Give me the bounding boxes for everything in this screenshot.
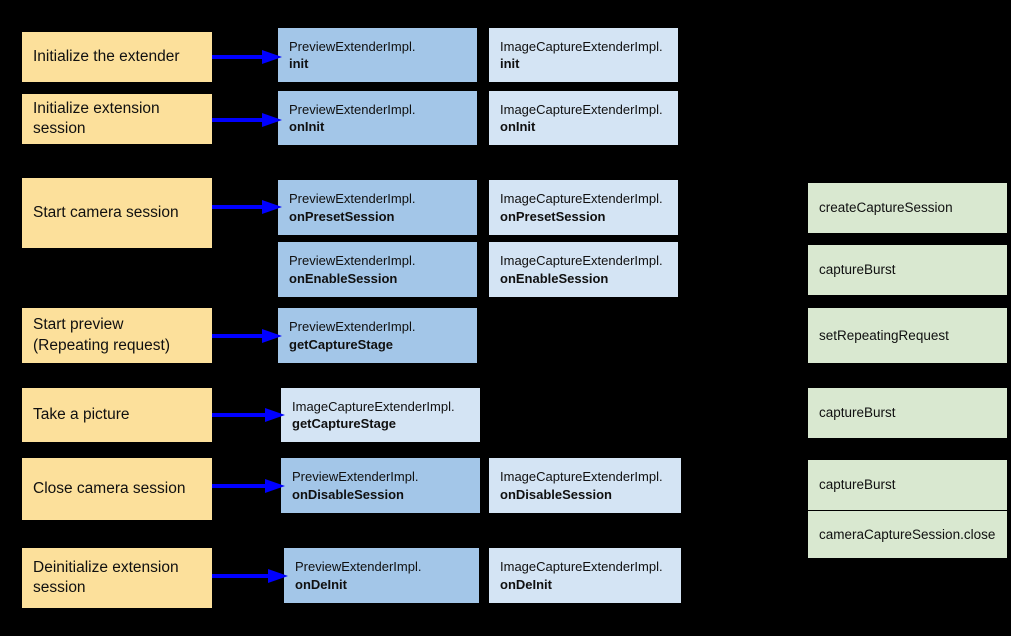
- preview-extender-box-init[interactable]: PreviewExtenderImpl. init: [278, 28, 477, 82]
- stage-box-initialize-the-extender[interactable]: Initialize the extender: [22, 32, 212, 82]
- image-capture-extender-box-onpresetsession[interactable]: ImageCaptureExtenderImpl. onPresetSessio…: [489, 180, 678, 235]
- class-name: PreviewExtenderImpl.: [289, 319, 416, 335]
- method-name: onInit: [289, 119, 325, 134]
- method-name: onEnableSession: [289, 270, 398, 286]
- preview-extender-box-getcapturestage[interactable]: PreviewExtenderImpl. getCaptureStage: [278, 308, 477, 363]
- image-capture-extender-box-ondeinit[interactable]: ImageCaptureExtenderImpl. onDeInit: [489, 548, 681, 603]
- stage-label: Take a picture: [33, 405, 130, 423]
- stage-label: Start camera session: [33, 203, 179, 221]
- class-name: PreviewExtenderImpl.: [289, 101, 416, 117]
- class-name: ImageCaptureExtenderImpl.: [500, 253, 663, 269]
- class-name: ImageCaptureExtenderImpl.: [292, 398, 455, 414]
- stage-box-take-a-picture[interactable]: Take a picture: [22, 388, 212, 442]
- method-name: getCaptureStage: [292, 416, 397, 431]
- arrow-close-camera-session: [212, 479, 285, 493]
- camera2-box-cameracapturesession-close[interactable]: cameraCaptureSession.close: [808, 511, 1007, 558]
- arrow-initialize-extension-session: [212, 113, 282, 127]
- stage-box-initialize-extension-session[interactable]: Initialize extension session: [22, 94, 212, 144]
- arrow-deinitialize-extension-session: [212, 569, 288, 583]
- method-name: init: [500, 56, 520, 71]
- class-name: PreviewExtenderImpl.: [292, 469, 419, 485]
- arrow-initialize-the-extender: [212, 50, 282, 64]
- camera2-label: setRepeatingRequest: [819, 327, 949, 343]
- stage-label: Initialize extension session: [33, 99, 160, 137]
- camera2-label: captureBurst: [819, 477, 896, 493]
- image-capture-extender-box-oninit[interactable]: ImageCaptureExtenderImpl. onInit: [489, 91, 678, 145]
- preview-extender-box-ondisablesession[interactable]: PreviewExtenderImpl. onDisableSession: [281, 458, 480, 513]
- class-name: PreviewExtenderImpl.: [289, 253, 416, 269]
- class-name: ImageCaptureExtenderImpl.: [500, 38, 663, 54]
- class-name: ImageCaptureExtenderImpl.: [500, 469, 663, 485]
- arrow-start-preview: [212, 329, 282, 343]
- preview-extender-box-ondeinit[interactable]: PreviewExtenderImpl. onDeInit: [284, 548, 479, 603]
- stage-label: Start preview (Repeating request): [33, 316, 170, 354]
- stage-box-start-preview[interactable]: Start preview (Repeating request): [22, 308, 212, 363]
- class-name: PreviewExtenderImpl.: [289, 38, 416, 54]
- method-name: onDeInit: [295, 576, 347, 592]
- image-capture-extender-box-ondisablesession[interactable]: ImageCaptureExtenderImpl. onDisableSessi…: [489, 458, 681, 513]
- class-name: PreviewExtenderImpl.: [295, 559, 422, 575]
- class-name: ImageCaptureExtenderImpl.: [500, 559, 663, 575]
- image-capture-extender-box-onenablesession[interactable]: ImageCaptureExtenderImpl. onEnableSessio…: [489, 242, 678, 297]
- stage-box-start-camera-session[interactable]: Start camera session: [22, 178, 212, 248]
- camera2-box-setrepeatingrequest[interactable]: setRepeatingRequest: [808, 308, 1007, 363]
- class-name: ImageCaptureExtenderImpl.: [500, 101, 663, 117]
- image-capture-extender-box-init[interactable]: ImageCaptureExtenderImpl. init: [489, 28, 678, 82]
- method-name: onDisableSession: [292, 486, 404, 502]
- preview-extender-box-onenablesession[interactable]: PreviewExtenderImpl. onEnableSession: [278, 242, 477, 297]
- camera2-box-captureburst-3[interactable]: captureBurst: [808, 460, 1007, 510]
- method-name: onPresetSession: [500, 208, 606, 224]
- class-name: PreviewExtenderImpl.: [289, 191, 416, 207]
- class-name: ImageCaptureExtenderImpl.: [500, 191, 663, 207]
- method-name: getCaptureStage: [289, 336, 394, 352]
- method-name: onEnableSession: [500, 270, 609, 286]
- image-capture-extender-box-getcapturestage[interactable]: ImageCaptureExtenderImpl. getCaptureStag…: [281, 388, 480, 442]
- stage-label: Close camera session: [33, 479, 186, 497]
- stage-label: Initialize the extender: [33, 47, 180, 65]
- method-name: onPresetSession: [289, 208, 395, 224]
- camera2-label: captureBurst: [819, 405, 896, 421]
- preview-extender-box-onpresetsession[interactable]: PreviewExtenderImpl. onPresetSession: [278, 180, 477, 235]
- stage-label: Deinitialize extension session: [33, 558, 179, 596]
- method-name: init: [289, 56, 309, 71]
- stage-box-close-camera-session[interactable]: Close camera session: [22, 458, 212, 520]
- method-name: onDisableSession: [500, 486, 612, 502]
- preview-extender-box-oninit[interactable]: PreviewExtenderImpl. onInit: [278, 91, 477, 145]
- method-name: onInit: [500, 119, 536, 134]
- arrow-start-camera-session: [212, 200, 282, 214]
- stage-box-deinitialize-extension-session[interactable]: Deinitialize extension session: [22, 548, 212, 608]
- method-name: onDeInit: [500, 576, 552, 592]
- camera2-label: cameraCaptureSession.close: [819, 526, 996, 542]
- camera2-box-createcapturesession[interactable]: createCaptureSession: [808, 183, 1007, 233]
- camera2-label: captureBurst: [819, 262, 896, 278]
- camera2-box-captureburst-2[interactable]: captureBurst: [808, 388, 1007, 438]
- camera2-box-captureburst-1[interactable]: captureBurst: [808, 245, 1007, 295]
- camera2-label: createCaptureSession: [819, 200, 953, 216]
- arrow-take-a-picture: [212, 408, 285, 422]
